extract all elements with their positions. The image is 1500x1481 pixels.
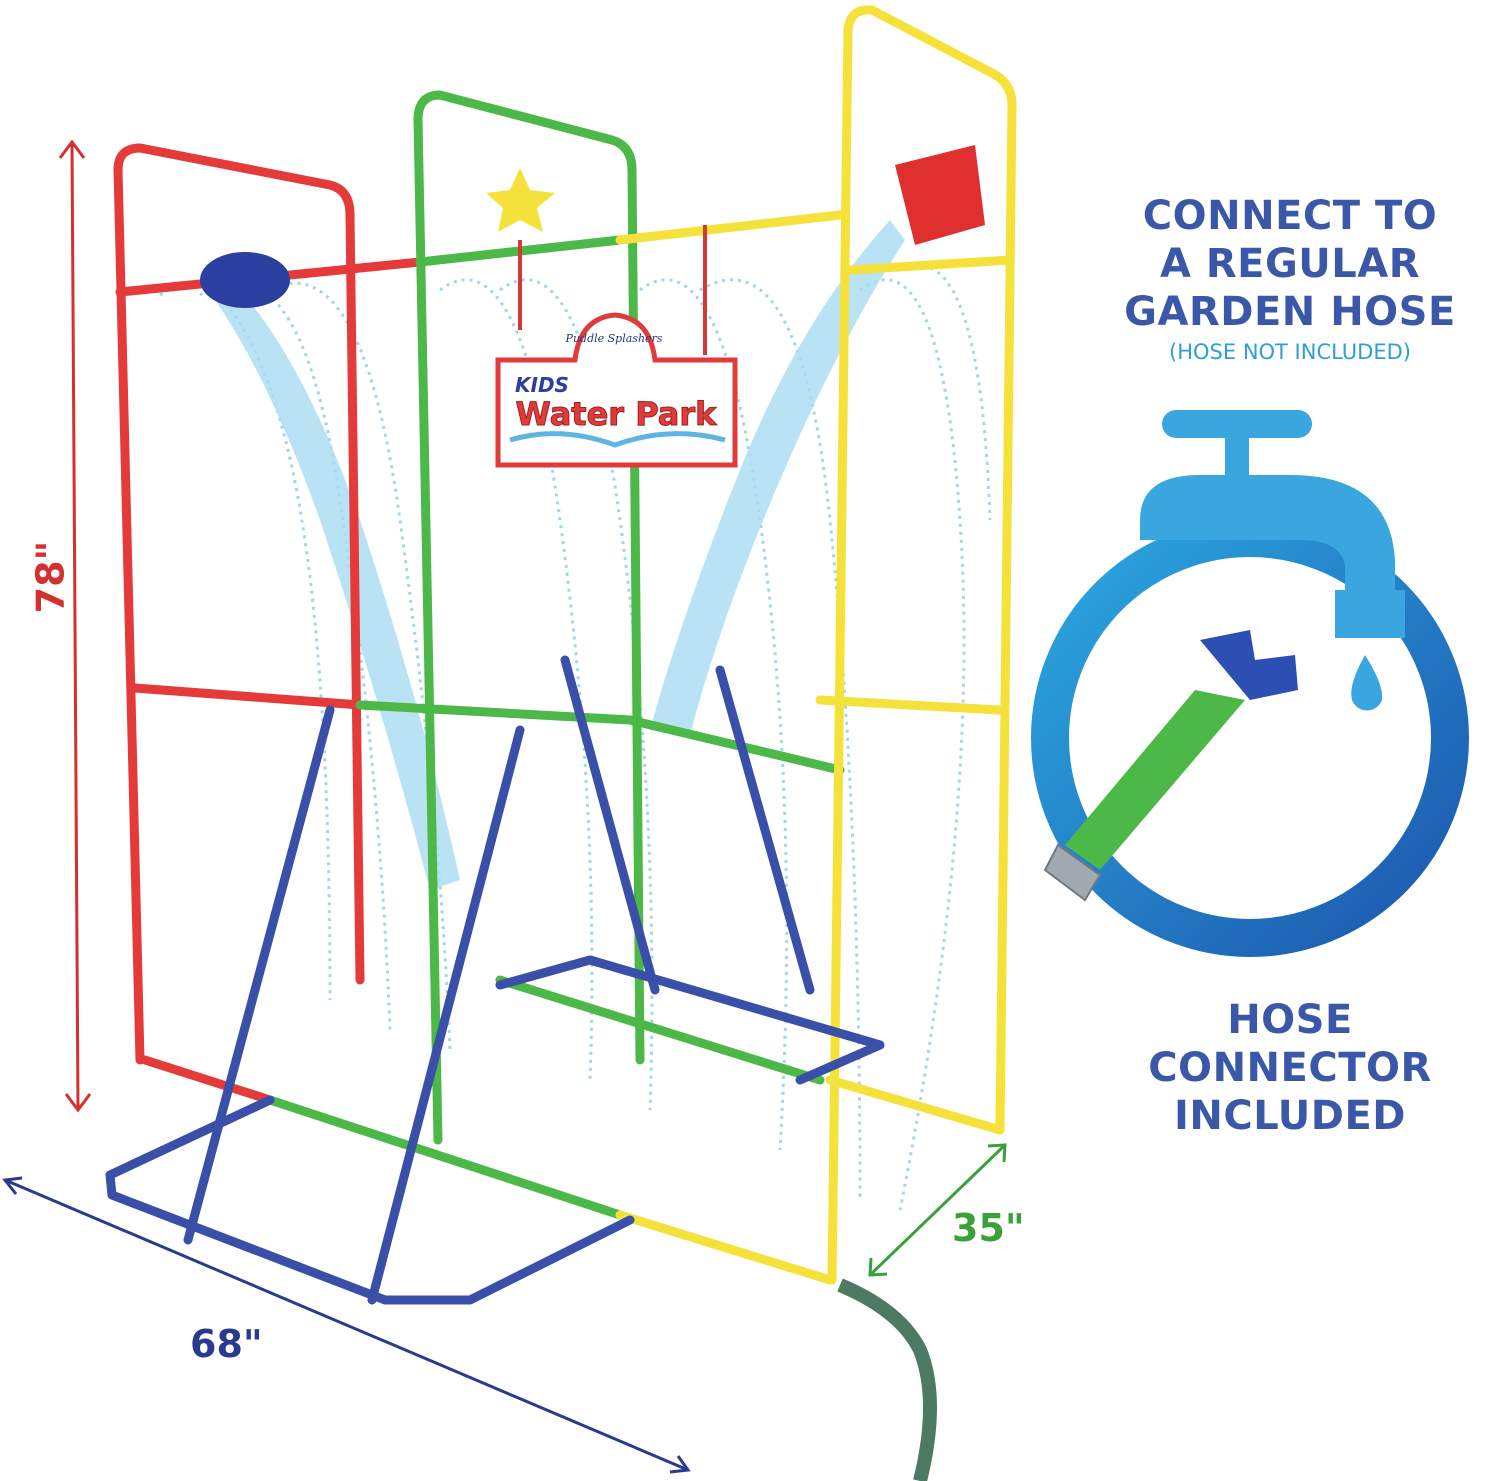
yellow-star <box>486 168 555 232</box>
width-dimension-arrow <box>2 1176 691 1474</box>
callout-line: HOSE <box>1227 997 1353 1043</box>
red-bucket <box>895 145 985 245</box>
water-splash-left <box>215 280 460 890</box>
depth-dimension-arrow <box>868 1143 1007 1277</box>
hose-not-included-note: (HOSE NOT INCLUDED) <box>1169 340 1411 364</box>
height-label: 78" <box>28 540 73 614</box>
water-park-sign: Puddle Splashers KIDS Water Park <box>495 312 738 468</box>
callout-line: A REGULAR <box>1159 241 1421 287</box>
yellow-frame <box>615 5 1017 1285</box>
sign-chains <box>518 225 707 355</box>
depth-label: 35" <box>952 1206 1025 1250</box>
blue-base <box>105 655 885 1305</box>
callout-line: GARDEN HOSE <box>1124 289 1456 335</box>
height-dimension-arrow <box>58 139 92 1113</box>
hose-connector-icon <box>1043 630 1298 902</box>
callout-line: INCLUDED <box>1174 1093 1406 1139</box>
callout-line: CONNECT TO <box>1142 193 1438 239</box>
callout-connect: CONNECT TO A REGULAR GARDEN HOSE <box>1090 192 1490 336</box>
green-frame <box>265 90 845 1220</box>
width-label: 68" <box>190 1322 263 1366</box>
callout-line: CONNECTOR <box>1148 1045 1432 1091</box>
water-splash-right <box>650 220 905 735</box>
garden-hose <box>837 1278 937 1481</box>
faucet-icon <box>1140 410 1405 711</box>
blue-bucket <box>200 252 290 308</box>
sign-brand: Puddle Splashers <box>565 332 663 345</box>
sign-title: Water Park <box>516 395 718 433</box>
sign-kids: KIDS <box>515 373 569 397</box>
callout-connector-included: HOSE CONNECTOR INCLUDED <box>1090 996 1490 1140</box>
